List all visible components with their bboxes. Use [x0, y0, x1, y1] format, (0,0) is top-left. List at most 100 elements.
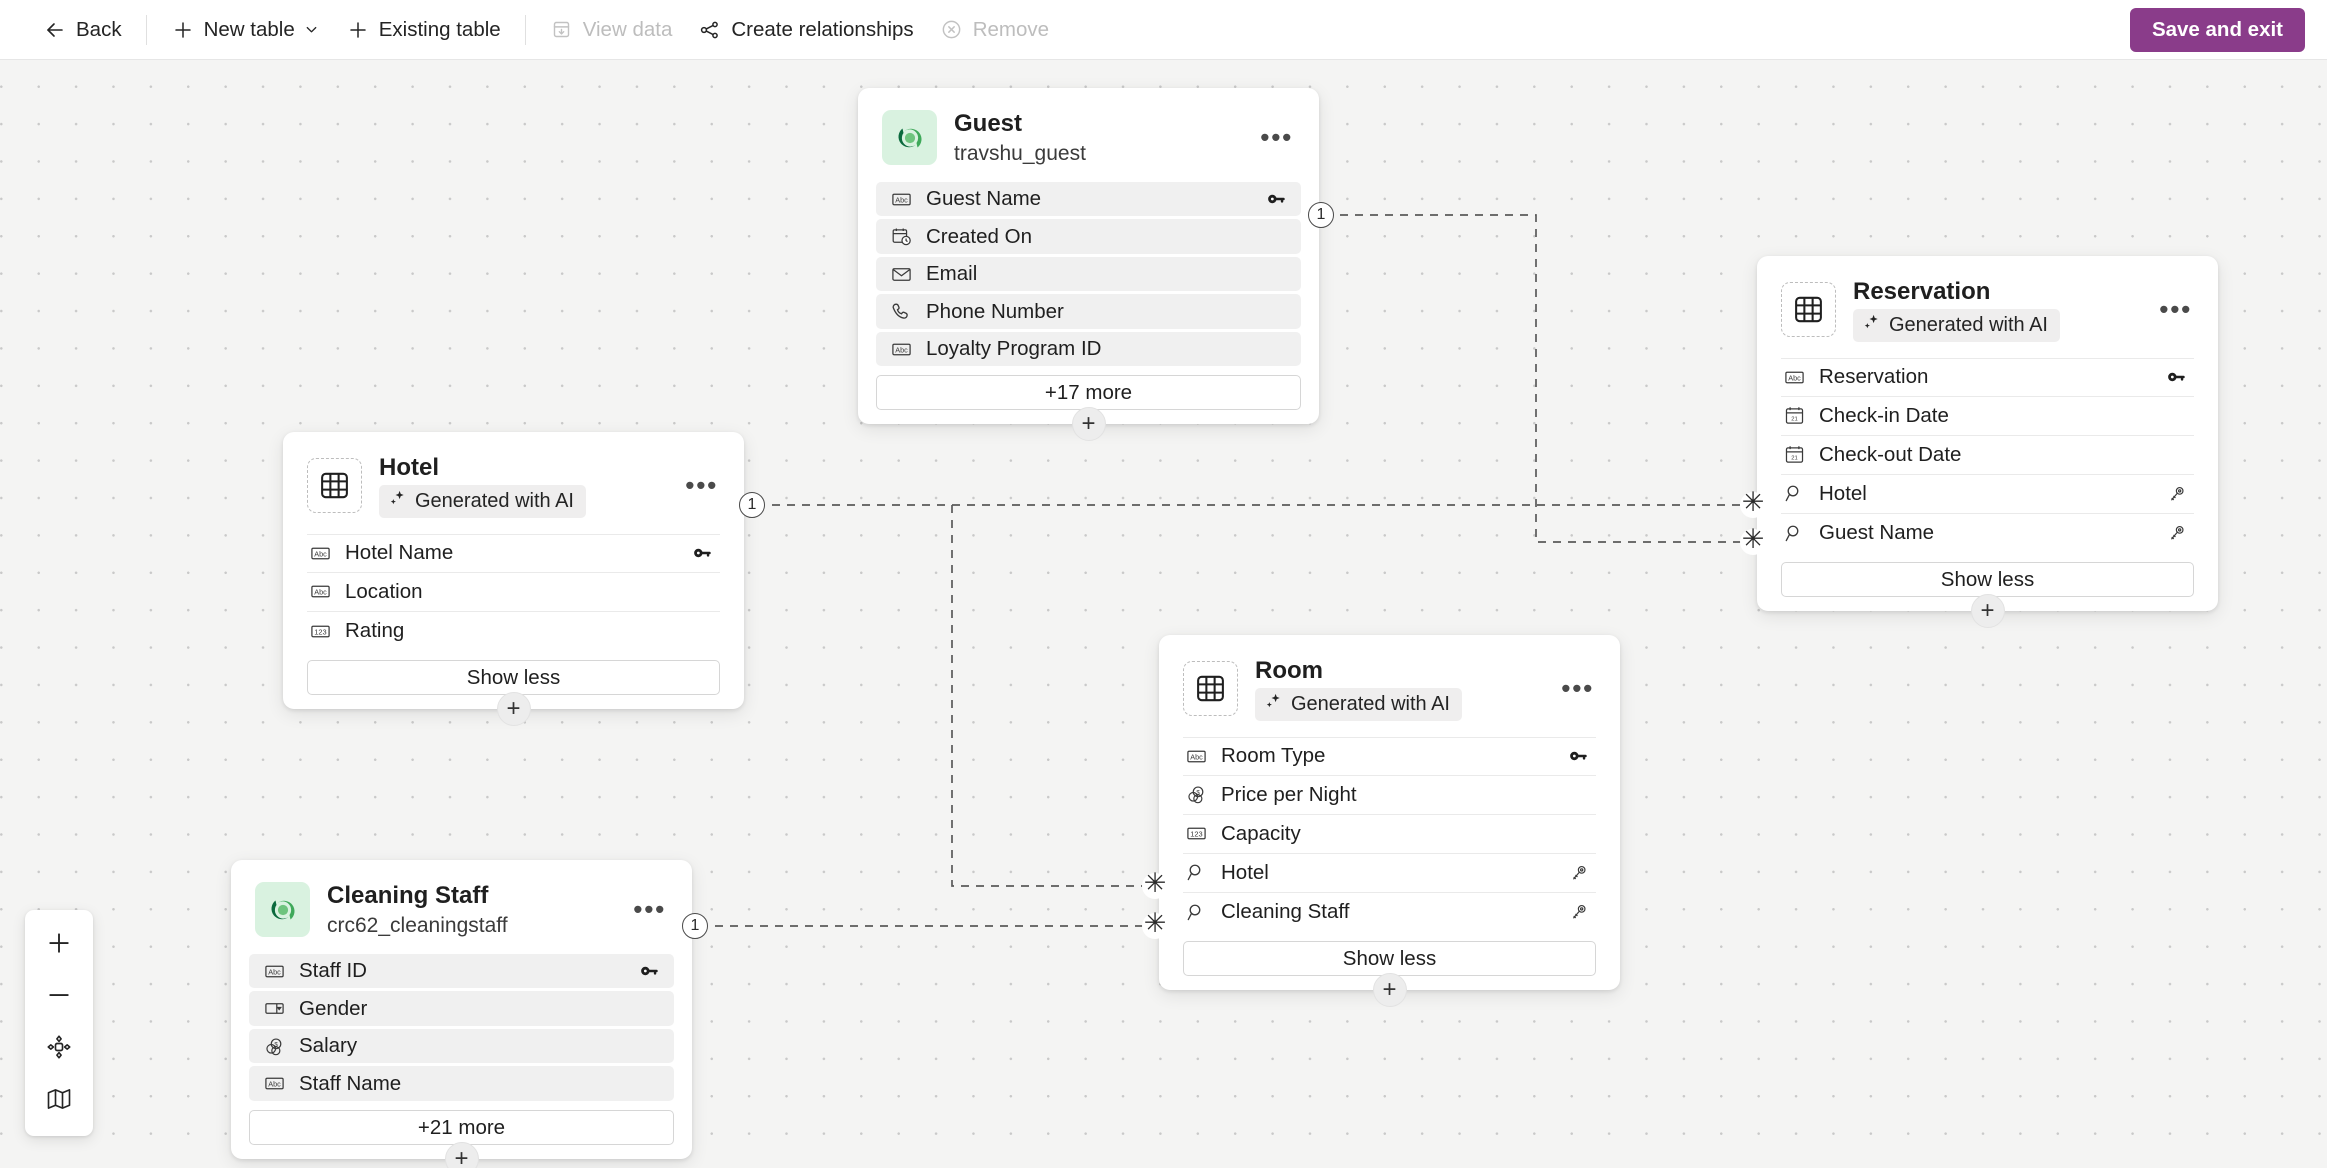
- table-card-reservation[interactable]: Reservation Generated with AI ••• Abc Re…: [1757, 256, 2218, 628]
- field-list: Abc Staff ID Gender $ Salary Abc Staff N…: [231, 953, 692, 1101]
- svg-text:Abc: Abc: [895, 195, 908, 204]
- dataverse-logo-icon: [882, 110, 937, 166]
- plus-icon: [346, 18, 370, 42]
- card-header: Reservation Generated with AI •••: [1757, 272, 2218, 348]
- field-row[interactable]: 21 Check-in Date: [1781, 397, 2194, 436]
- show-more-fields-button[interactable]: +21 more: [249, 1109, 674, 1145]
- field-row[interactable]: 21 Check-out Date: [1781, 436, 2194, 475]
- svg-text:21: 21: [1791, 456, 1798, 462]
- no-key: [1566, 783, 1590, 807]
- field-row[interactable]: Abc Guest Name: [876, 181, 1301, 217]
- lookup-search-icon: [1185, 862, 1207, 884]
- show-less-fields-button[interactable]: Show less: [1183, 940, 1596, 976]
- field-name: Cleaning Staff: [1221, 900, 1350, 924]
- number-123-icon: 123: [309, 620, 331, 642]
- field-name: Staff ID: [299, 959, 367, 983]
- no-key: [1264, 337, 1288, 361]
- primary-key-icon: [2164, 365, 2188, 389]
- add-related-table-button[interactable]: +: [1372, 972, 1407, 1007]
- field-name: Location: [345, 579, 423, 603]
- field-row[interactable]: Created On: [876, 219, 1301, 254]
- card-header: Cleaning Staff crc62_cleaningstaff •••: [231, 876, 692, 944]
- view-data-label: View data: [582, 17, 673, 41]
- table-card-room[interactable]: Room Generated with AI ••• Abc Room Type…: [1159, 635, 1620, 1007]
- create-relationships-button[interactable]: Create relationships: [685, 9, 926, 51]
- lookup-search-icon: [1783, 483, 1805, 505]
- svg-text:Abc: Abc: [895, 345, 908, 354]
- add-related-table-button[interactable]: +: [496, 691, 531, 726]
- field-name: Salary: [299, 1034, 358, 1058]
- field-row[interactable]: Guest Name: [1781, 514, 2194, 553]
- mini-map-button[interactable]: [33, 1075, 85, 1127]
- number-123-icon: 123: [1185, 823, 1207, 845]
- zoom-in-button[interactable]: [33, 919, 85, 971]
- currency-icon: $: [1185, 784, 1207, 806]
- card-more-options-icon[interactable]: •••: [633, 894, 666, 925]
- no-key: [690, 580, 714, 604]
- add-related-table-button[interactable]: +: [1970, 593, 2005, 628]
- field-name: Rating: [345, 619, 405, 643]
- card-more-options-icon[interactable]: •••: [1561, 673, 1594, 704]
- field-row[interactable]: 123 Capacity: [1183, 815, 1596, 854]
- fit-to-view-button[interactable]: [33, 1023, 85, 1075]
- date-time-icon: [890, 226, 912, 248]
- card-more-options-icon[interactable]: •••: [2159, 294, 2192, 325]
- table-grid-icon: [1183, 661, 1238, 717]
- field-name: Gender: [299, 996, 368, 1020]
- no-key: [1264, 262, 1288, 286]
- table-card-guest[interactable]: Guest travshu_guest ••• Abc Guest Name C…: [858, 88, 1319, 442]
- field-row[interactable]: Abc Staff ID: [249, 953, 674, 989]
- add-related-table-button[interactable]: +: [1071, 407, 1106, 442]
- field-row[interactable]: Gender: [249, 991, 674, 1026]
- field-row[interactable]: Hotel: [1183, 854, 1596, 893]
- field-row[interactable]: $ Price per Night: [1183, 776, 1596, 815]
- lookup-search-icon: [1185, 901, 1207, 923]
- show-less-fields-button[interactable]: Show less: [307, 659, 720, 695]
- table-card-cleaning-staff[interactable]: Cleaning Staff crc62_cleaningstaff ••• A…: [231, 860, 692, 1168]
- card-more-options-icon[interactable]: •••: [1260, 122, 1293, 153]
- field-row[interactable]: Phone Number: [876, 294, 1301, 329]
- field-row[interactable]: $ Salary: [249, 1028, 674, 1064]
- existing-table-label: Existing table: [378, 17, 501, 41]
- card-title-block: Room Generated with AI: [1255, 657, 1462, 721]
- field-row[interactable]: Email: [876, 256, 1301, 292]
- new-table-button[interactable]: New table: [158, 9, 333, 51]
- card-header: Hotel Generated with AI •••: [283, 448, 744, 524]
- abc-text-icon: Abc: [1783, 366, 1805, 388]
- primary-key-icon: [1566, 744, 1590, 768]
- save-and-exit-button[interactable]: Save and exit: [2129, 7, 2305, 52]
- svg-text:Abc: Abc: [314, 549, 327, 558]
- dataverse-logo-icon: [255, 882, 310, 938]
- field-row[interactable]: Abc Location: [307, 573, 720, 612]
- table-grid-icon: [307, 458, 362, 514]
- svg-text:Abc: Abc: [268, 1079, 281, 1088]
- no-key: [690, 619, 714, 643]
- field-row[interactable]: Hotel: [1781, 475, 2194, 514]
- field-name: Loyalty Program ID: [926, 337, 1102, 361]
- field-row[interactable]: 123 Rating: [307, 612, 720, 651]
- show-less-fields-button[interactable]: Show less: [1781, 561, 2194, 597]
- field-row[interactable]: Cleaning Staff: [1183, 893, 1596, 932]
- field-row[interactable]: Abc Staff Name: [249, 1066, 674, 1101]
- back-button[interactable]: Back: [30, 9, 135, 51]
- currency-icon: $: [263, 1035, 285, 1057]
- card-header: Room Generated with AI •••: [1159, 651, 1620, 727]
- field-row[interactable]: Abc Room Type: [1183, 736, 1596, 776]
- add-related-table-button[interactable]: +: [444, 1141, 479, 1168]
- table-card-hotel[interactable]: Hotel Generated with AI ••• Abc Hotel Na…: [283, 432, 744, 726]
- zoom-out-button[interactable]: [33, 971, 85, 1023]
- field-row[interactable]: Abc Reservation: [1781, 357, 2194, 397]
- field-row[interactable]: Abc Hotel Name: [307, 533, 720, 573]
- minus-icon: [44, 980, 74, 1015]
- no-key: [637, 1072, 661, 1096]
- card-more-options-icon[interactable]: •••: [685, 470, 718, 501]
- card-title-block: Hotel Generated with AI: [379, 454, 586, 518]
- erd-canvas[interactable]: 1 1 1 ✳ ✳ ✳ ✳ Guest travshu_guest ••• Ab…: [0, 60, 2327, 1168]
- existing-table-button[interactable]: Existing table: [333, 9, 514, 51]
- show-more-fields-button[interactable]: +17 more: [876, 375, 1301, 411]
- abc-text-icon: Abc: [1185, 745, 1207, 767]
- table-title: Hotel: [379, 454, 439, 481]
- field-row[interactable]: Abc Loyalty Program ID: [876, 331, 1301, 367]
- remove-button: Remove: [927, 9, 1062, 51]
- card-title-block: Reservation Generated with AI: [1853, 278, 2060, 342]
